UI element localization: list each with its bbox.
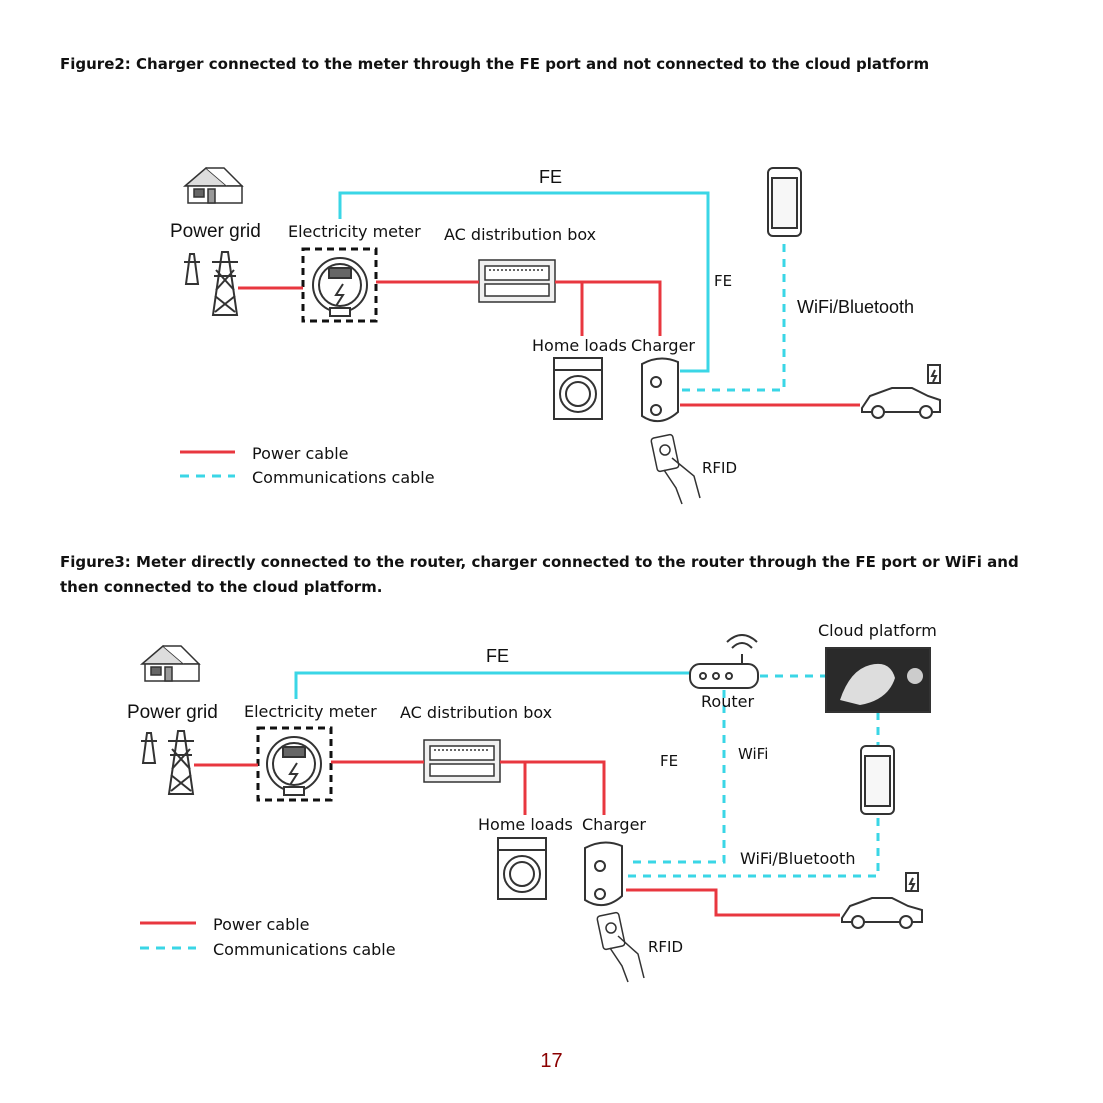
- charger-label: Charger: [582, 815, 646, 834]
- cloud-platform-icon: [825, 647, 931, 713]
- legend-power-label: Power cable: [252, 444, 349, 463]
- wifi-label: WiFi: [738, 745, 768, 763]
- washing-machine-icon: [553, 357, 603, 420]
- washing-machine-icon: [497, 837, 547, 900]
- figure3-caption: Figure3: Meter directly connected to the…: [60, 553, 1019, 596]
- figure2-svg: Power grid Electricity meter AC distribu…: [170, 167, 941, 505]
- home-loads-label: Home loads: [478, 815, 573, 834]
- power-cables: [238, 280, 860, 407]
- wifi-bluetooth-label: WiFi/Bluetooth: [740, 849, 855, 868]
- rfid-card-icon: [596, 911, 645, 983]
- charger-icon: [641, 357, 679, 423]
- legend-comms-label: Communications cable: [252, 468, 435, 487]
- smartphone-icon: [860, 745, 895, 815]
- meter-frame: [301, 247, 378, 323]
- power-pylon-icon: [184, 251, 239, 316]
- legend-power-label: Power cable: [213, 915, 310, 934]
- charger-label: Charger: [631, 336, 695, 355]
- wifi-bluetooth-link: [680, 244, 786, 392]
- electricity-meter-label: Electricity meter: [244, 702, 377, 721]
- page-number: 17: [540, 1050, 563, 1072]
- electric-car-icon: [861, 364, 941, 419]
- figure2-diagram: Power grid Electricity meter AC distribu…: [0, 0, 1103, 540]
- wifi-bluetooth-label: WiFi/Bluetooth: [797, 297, 914, 317]
- fe-cable: [338, 191, 710, 373]
- rfid-label: RFID: [702, 459, 737, 477]
- fe-side-label: FE: [714, 272, 732, 290]
- legend-comms-label: Communications cable: [213, 940, 396, 959]
- cloud-platform-label: Cloud platform: [818, 621, 937, 640]
- electricity-meter-icon: [266, 736, 322, 796]
- house-icon: [182, 167, 244, 204]
- power-cables: [194, 760, 840, 917]
- power-grid-label: Power grid: [127, 702, 218, 723]
- charger-icon: [584, 841, 623, 907]
- rfid-label: RFID: [648, 938, 683, 956]
- house-icon: [139, 645, 201, 682]
- figure2-caption: Figure2: Charger connected to the meter …: [60, 55, 930, 73]
- fe-top-label: FE: [486, 646, 509, 666]
- electric-car-icon: [841, 872, 923, 929]
- ac-box-label: AC distribution box: [444, 225, 596, 244]
- smartphone-icon: [767, 167, 802, 237]
- power-grid-label: Power grid: [170, 221, 261, 242]
- fe-wifi-link-router-charger: [626, 690, 726, 864]
- electricity-meter-icon: [312, 257, 368, 317]
- fe-side-label: FE: [660, 752, 678, 770]
- router-label: Router: [701, 692, 754, 711]
- fe-top-label: FE: [539, 167, 562, 187]
- ac-distribution-box-icon: [423, 739, 501, 783]
- electricity-meter-label: Electricity meter: [288, 222, 421, 241]
- fe-cable-meter-router: [294, 671, 690, 699]
- router-icon: [689, 634, 759, 689]
- power-pylon-icon: [141, 730, 195, 795]
- ac-distribution-box-icon: [478, 259, 556, 303]
- wifi-bluetooth-link: [626, 818, 880, 878]
- home-loads-label: Home loads: [532, 336, 627, 355]
- rfid-card-icon: [650, 433, 701, 505]
- ac-box-label: AC distribution box: [400, 703, 552, 722]
